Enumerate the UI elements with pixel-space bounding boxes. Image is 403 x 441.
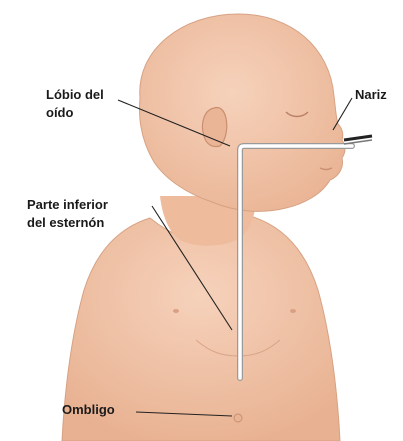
- nose-label: Nariz: [355, 87, 387, 102]
- sternum-label-line1: Parte inferior: [27, 197, 108, 212]
- ear-lobe-label-line1: Lóbio del: [46, 87, 104, 102]
- right-nipple: [290, 309, 296, 313]
- infant-ear: [202, 107, 226, 146]
- left-nipple: [173, 309, 179, 313]
- navel-mark: [234, 414, 242, 422]
- ear-lobe-label-line2: oído: [46, 105, 73, 120]
- sternum-label-line2: del esternón: [27, 215, 104, 230]
- navel-label: Ombligo: [62, 402, 115, 417]
- tube-tip: [344, 136, 372, 140]
